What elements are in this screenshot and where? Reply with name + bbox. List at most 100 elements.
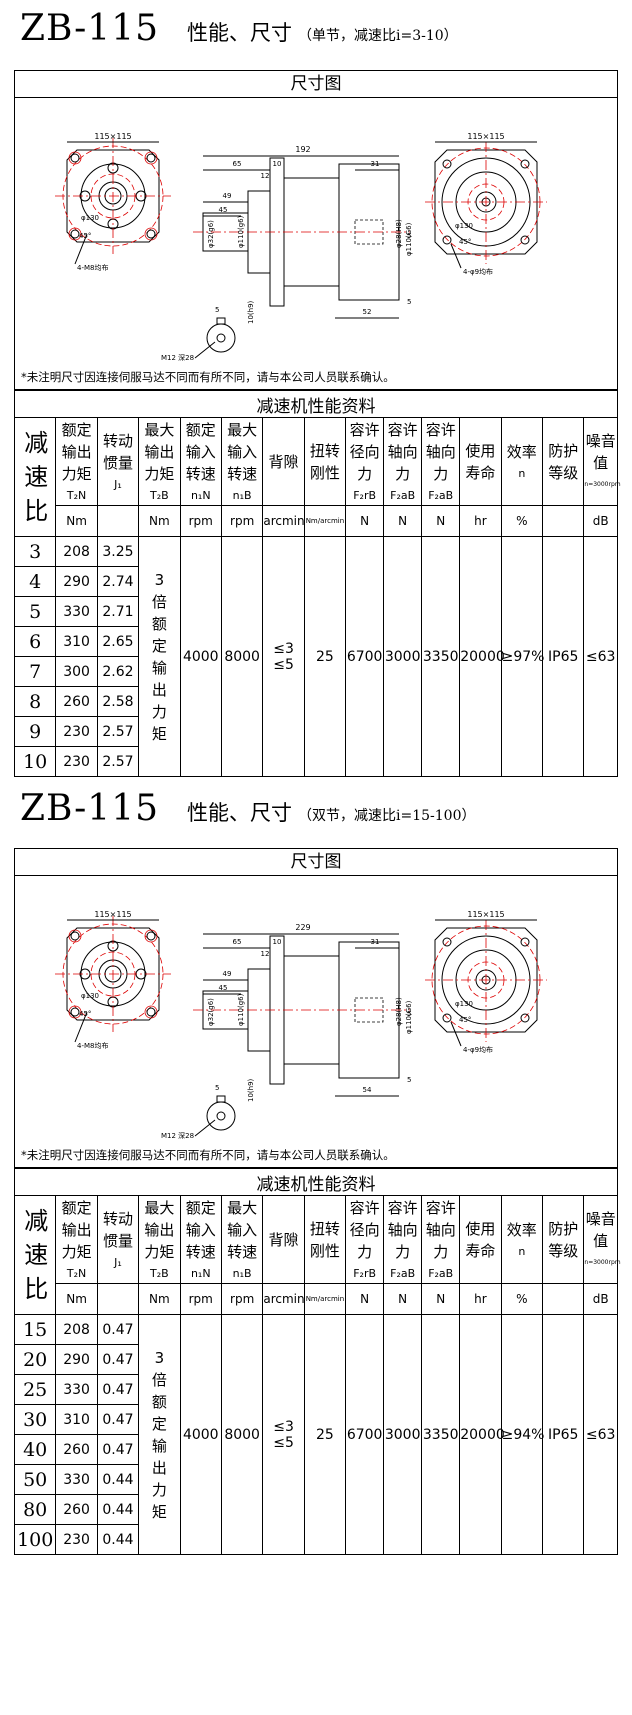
dim-g-label: 52 bbox=[363, 308, 372, 316]
ratio-cell: 80 bbox=[13, 1494, 57, 1525]
unit-cell: Nm/arcmin bbox=[303, 1283, 347, 1315]
header-max_torque-symbol: T₂B bbox=[150, 1267, 169, 1280]
header-eff: 效率 n bbox=[500, 417, 544, 506]
header-radial-label: 容许径向力 bbox=[349, 1199, 380, 1261]
header-max_speed-symbol: n₁B bbox=[232, 1267, 252, 1280]
header-radial-label: 容许径向力 bbox=[349, 421, 380, 483]
header-inertia-label: 转动惯量 bbox=[102, 1210, 133, 1250]
ratio-cell: 30 bbox=[13, 1404, 57, 1435]
header-torque-label: 额定输出力矩 bbox=[61, 421, 92, 483]
header-backlash: 背隙 bbox=[262, 1195, 305, 1284]
header-prot-label: 防护等级 bbox=[548, 441, 579, 482]
header-inertia-label: 转动惯量 bbox=[102, 432, 133, 472]
header-eff-label: 效率 bbox=[506, 1221, 537, 1239]
header-life-label: 使用寿命 bbox=[465, 1219, 496, 1260]
input-pilot-label: φ110(G6) bbox=[405, 1000, 413, 1034]
inertia-cell: 2.57 bbox=[96, 716, 140, 747]
ratio-cell: 8 bbox=[13, 686, 57, 717]
unit-cell: % bbox=[500, 505, 544, 537]
unit-cell: N bbox=[421, 505, 461, 537]
max-torque-value: 3倍额定输出力矩 bbox=[151, 1348, 167, 1521]
header-backlash-label: 背隙 bbox=[268, 452, 299, 471]
dim-c-label: 12 bbox=[261, 950, 270, 958]
input-bore-label: φ28(H8) bbox=[395, 997, 403, 1026]
ratio-cell: 9 bbox=[13, 716, 57, 747]
header-prot: 防护等级 bbox=[541, 1195, 585, 1284]
header-axial2-label: 容许轴向力 bbox=[425, 421, 456, 483]
pilot-diameter-label: φ110(g6) bbox=[237, 993, 245, 1026]
pcd-label-right: φ130 bbox=[455, 222, 473, 230]
flange-size-label-right: 115×115 bbox=[467, 910, 504, 919]
torque-cell: 330 bbox=[55, 1374, 98, 1405]
life-cell: 20000 bbox=[459, 536, 505, 777]
header-in_speed-label: 额定输入转速 bbox=[185, 421, 216, 483]
in-speed-value: 4000 bbox=[182, 648, 219, 665]
axial1-value: 3000 bbox=[384, 648, 421, 665]
torque-cell: 260 bbox=[55, 1494, 98, 1525]
flange-size-label: 115×115 bbox=[94, 132, 131, 141]
torque-cell: 208 bbox=[55, 1314, 98, 1345]
max-speed-value: 8000 bbox=[224, 1426, 260, 1443]
torque-cell: 310 bbox=[55, 626, 98, 657]
unit-cell: % bbox=[500, 1283, 544, 1315]
output-flange-view bbox=[55, 138, 171, 265]
flange-size-label-right: 115×115 bbox=[467, 132, 504, 141]
header-in_speed-symbol: n₁N bbox=[190, 489, 211, 502]
flange-size-label: 115×115 bbox=[94, 910, 131, 919]
unit-cell: N bbox=[421, 1283, 461, 1315]
inertia-cell: 2.58 bbox=[96, 686, 140, 717]
ratio-cell: 7 bbox=[13, 656, 57, 687]
max-speed-cell: 8000 bbox=[220, 1314, 264, 1555]
ratio-cell: 5 bbox=[13, 596, 57, 627]
header-max_speed-symbol: n₁B bbox=[232, 489, 252, 502]
header-in_speed: 额定输入转速 n₁N bbox=[179, 417, 222, 506]
header-eff-label: 效率 bbox=[506, 443, 537, 461]
header-eff-symbol: n bbox=[518, 467, 526, 480]
bolt-pattern-label: 4-M8均布 bbox=[77, 263, 108, 272]
key-width-label: 5 bbox=[215, 1084, 219, 1092]
stiffness-value: 25 bbox=[316, 1426, 334, 1443]
ratio-cell: 15 bbox=[13, 1314, 57, 1345]
header-noise-symbol: n=3000rpm bbox=[584, 481, 621, 488]
side-view bbox=[193, 155, 410, 319]
life-value: 20000 bbox=[460, 1426, 505, 1443]
bolt-pattern-label: 4-M8均布 bbox=[77, 1041, 108, 1050]
noise-value: ≤63 bbox=[585, 1426, 616, 1443]
pilot-diameter-label: φ110(g6) bbox=[237, 215, 245, 248]
unit-cell: Nm bbox=[55, 1283, 98, 1315]
header-life: 使用寿命 bbox=[459, 417, 502, 506]
ratio-cell: 40 bbox=[13, 1434, 57, 1465]
torque-cell: 230 bbox=[55, 746, 98, 777]
axial1-value: 3000 bbox=[384, 1426, 421, 1443]
unit-cell: Nm bbox=[138, 505, 181, 537]
header-axial1-symbol: F₂aB bbox=[390, 489, 416, 502]
max-torque-value: 3倍额定输出力矩 bbox=[151, 570, 167, 743]
angle-label: 45° bbox=[79, 1010, 91, 1018]
output-flange-view bbox=[55, 916, 171, 1043]
header-radial-symbol: F₂rB bbox=[353, 489, 377, 502]
total-length-label: 192 bbox=[295, 145, 310, 154]
dim-c-label: 12 bbox=[261, 172, 270, 180]
key-height-label: 10(h9) bbox=[247, 1078, 255, 1102]
inertia-cell: 2.62 bbox=[96, 656, 140, 687]
dimension-note: *未注明尺寸因连接伺服马达不同而有所不同，请与本公司人员联系确认。 bbox=[21, 370, 395, 384]
header-prot-label: 防护等级 bbox=[548, 1219, 579, 1260]
inertia-cell: 2.57 bbox=[96, 746, 140, 777]
noise-value: ≤63 bbox=[585, 648, 616, 665]
in-speed-cell: 4000 bbox=[179, 1314, 222, 1555]
ratio-cell: 50 bbox=[13, 1464, 57, 1495]
